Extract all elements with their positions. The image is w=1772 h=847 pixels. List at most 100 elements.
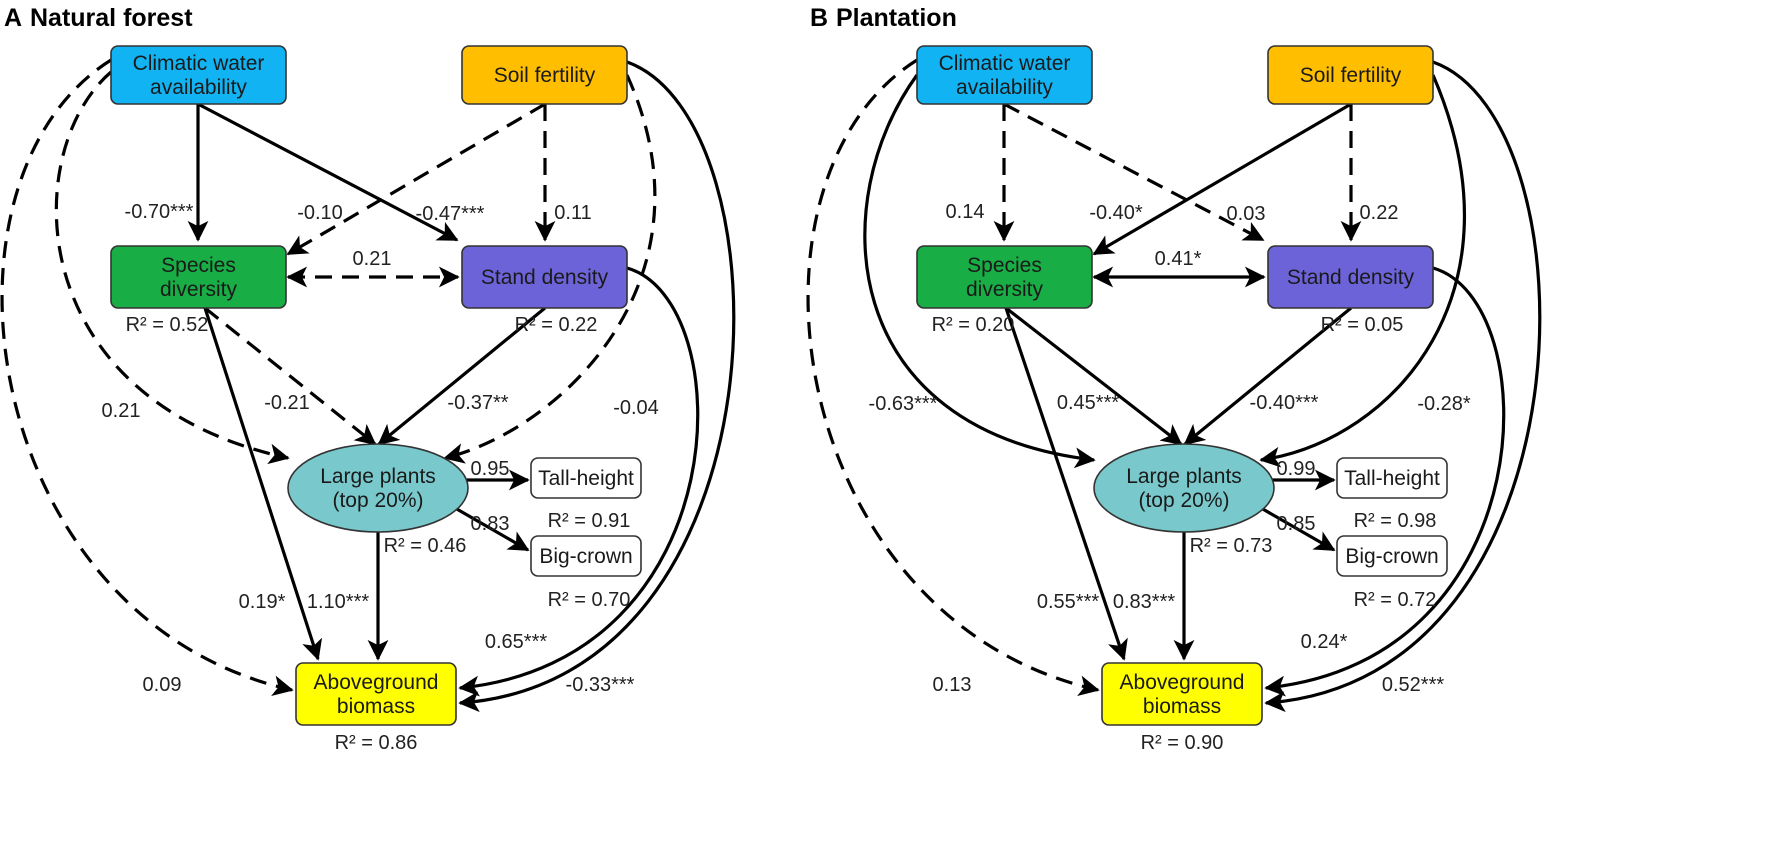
node-box (1267, 245, 1434, 309)
path-stand-to-agb (1264, 266, 1506, 697)
node-label: Climatic water (939, 52, 1071, 75)
node-label: diversity (966, 278, 1044, 301)
node-box (1267, 45, 1434, 105)
node-label: Aboveground (1120, 671, 1245, 694)
path-coefficient-large-to-tall: 0.95 (471, 458, 510, 480)
node-box (461, 45, 628, 105)
node-label: Tall-height (538, 467, 634, 490)
path-coefficient-climate-to-large: 0.21 (102, 400, 141, 422)
path-coefficient-soil-to-agb: 0.52*** (1382, 674, 1444, 696)
path-coefficient-large-to-tall: 0.99 (1277, 458, 1316, 480)
node-label: Species (161, 254, 236, 277)
path-coefficient-stand-to-large: -0.37** (447, 392, 508, 414)
node-label: Stand density (1287, 266, 1415, 289)
node-label: biomass (337, 695, 415, 718)
path-coefficient-climate-to-stand: 0.03 (1227, 203, 1266, 225)
path-large-to-crown (454, 506, 530, 552)
path-coefficient-climate-to-large: -0.63*** (869, 393, 938, 415)
node-label: diversity (160, 278, 238, 301)
node-label: Big-crown (539, 545, 632, 568)
r2-large: R² = 0.73 (1190, 535, 1273, 557)
path-soil-to-large (443, 74, 657, 464)
path-stand-to-agb (458, 266, 700, 697)
node-label: Soil fertility (1300, 64, 1402, 87)
node-box (461, 245, 628, 309)
path-coefficient-species-to-agb: 0.19* (239, 591, 286, 613)
path-coefficient-soil-to-agb: -0.33*** (566, 674, 635, 696)
node-label: (top 20%) (332, 489, 423, 512)
r2-crown: R² = 0.72 (1354, 589, 1437, 611)
path-species-to-large (1005, 306, 1183, 446)
path-coefficient-climate-to-agb: 0.09 (143, 674, 182, 696)
node-box (1101, 662, 1263, 726)
path-coefficient-large-to-crown: 0.83 (471, 513, 510, 535)
panel-letter: B (810, 4, 828, 32)
node-tall: Tall-height (530, 457, 642, 499)
node-box (916, 245, 1093, 309)
panel-letter: A (4, 4, 22, 32)
path-coefficient-climate-to-species: 0.14 (946, 201, 985, 223)
path-coefficient-large-to-agb: 1.10*** (307, 591, 369, 613)
path-climate-to-stand (197, 102, 459, 242)
node-label: availability (150, 76, 247, 99)
node-box (110, 45, 287, 105)
node-label: availability (956, 76, 1053, 99)
node-box (1336, 457, 1448, 499)
path-climate-to-large (863, 74, 1096, 469)
path-coefficient-species-to-agb: 0.55*** (1037, 591, 1099, 613)
panel-title: Natural forest (30, 4, 193, 32)
node-label: Aboveground (314, 671, 439, 694)
path-coefficient-climate-to-agb: 0.13 (933, 674, 972, 696)
node-label: Tall-height (1344, 467, 1440, 490)
path-soil-to-species (286, 102, 546, 256)
path-coefficient-soil-to-large: -0.28* (1417, 393, 1471, 415)
node-label: Soil fertility (494, 64, 596, 87)
node-large: Large plants(top 20%) (287, 443, 469, 533)
r2-agb: R² = 0.86 (335, 732, 418, 754)
r2-agb: R² = 0.90 (1141, 732, 1224, 754)
node-label: biomass (1143, 695, 1221, 718)
path-coefficient-large-to-agb: 0.83*** (1113, 591, 1175, 613)
node-ellipse (1093, 443, 1275, 533)
path-climate-to-stand (1003, 102, 1265, 242)
path-soil-to-large (1259, 74, 1466, 468)
path-coefficient-soil-to-stand: 0.11 (554, 202, 591, 224)
node-box (530, 457, 642, 499)
node-label: Stand density (481, 266, 609, 289)
r2-species: R² = 0.52 (126, 314, 209, 336)
path-stand-to-large (1183, 306, 1353, 446)
path-coefficient-species-to-large: -0.21 (264, 392, 310, 414)
path-coefficient-stand-to-large: -0.40*** (1250, 392, 1319, 414)
panel-natural-forest: A Natural forest -0.70*** -0.47*** -0.10 0.11… (0, 4, 736, 754)
path-coefficient-climate-to-species: -0.70*** (125, 201, 194, 223)
path-coefficient-climate-to-stand: -0.47*** (416, 203, 485, 225)
node-box (530, 535, 642, 577)
node-label: Large plants (320, 465, 436, 488)
node-crown: Big-crown (530, 535, 642, 577)
node-box (1336, 535, 1448, 577)
path-coefficient-large-to-crown: 0.85 (1277, 513, 1316, 535)
path-coefficient-soil-to-species: -0.10 (297, 202, 343, 224)
paths (806, 58, 1542, 713)
r2-species: R² = 0.20 (932, 314, 1015, 336)
panel-title: Plantation (836, 4, 957, 32)
node-box (295, 662, 457, 726)
node-label: Climatic water (133, 52, 265, 75)
path-coefficient-soil-to-stand: 0.22 (1360, 202, 1399, 224)
path-species-to-agb (203, 307, 323, 661)
path-coefficient-stand-to-agb: 0.65*** (485, 631, 547, 653)
path-species-to-agb (1004, 307, 1128, 661)
path-coefficient-species-to-large: 0.45*** (1057, 392, 1119, 414)
node-label: Big-crown (1345, 545, 1438, 568)
r2-tall: R² = 0.98 (1354, 510, 1437, 532)
node-box (916, 45, 1093, 105)
path-coefficient-species-to-stand: 0.41* (1155, 248, 1202, 270)
node-soil: Soil fertility (1267, 45, 1434, 105)
r2-large: R² = 0.46 (384, 535, 467, 557)
node-large: Large plants(top 20%) (1093, 443, 1275, 533)
node-label: (top 20%) (1138, 489, 1229, 512)
